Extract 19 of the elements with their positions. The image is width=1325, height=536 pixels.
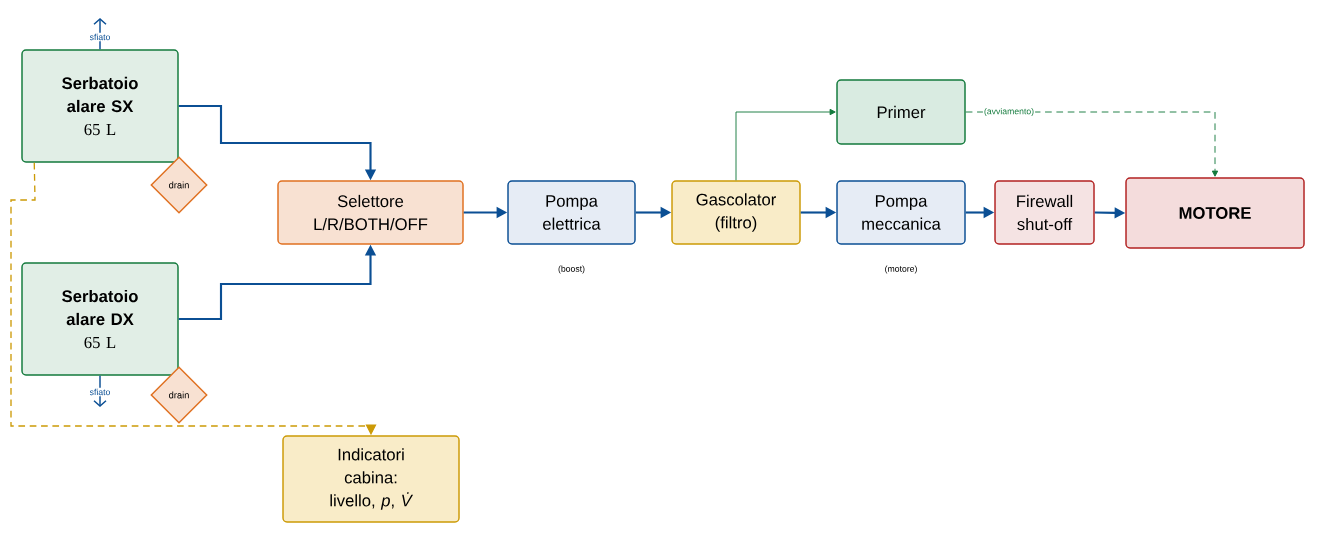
edge-label: sfiato [88,32,112,42]
process-box: Serbatoio alare SX 65 L [21,49,179,163]
process-box: Primer [836,79,966,145]
arrow [965,111,1219,177]
arrow [735,108,836,181]
caption-text: (motore) [885,265,917,274]
process-box: Selettore L/R/BOTH/OFF [277,180,464,245]
process-box: Gascolator (filtro) [671,180,801,245]
process-box: Pompa elettrica [507,180,636,245]
process-box: Serbatoio alare DX 65 L [21,262,179,376]
arrow [93,375,107,407]
process-box: Firewall shut-off [994,180,1095,245]
process-box: MOTORE [1125,177,1305,249]
process-box: Indicatori cabina: livello, p, V̇ [282,435,460,523]
process-box: Pompa meccanica [836,180,966,245]
edge-label: sfiato [88,387,112,397]
edge-label: (avviamento) [982,106,1036,118]
caption-text: (boost) [558,265,585,274]
arrow [93,18,107,50]
